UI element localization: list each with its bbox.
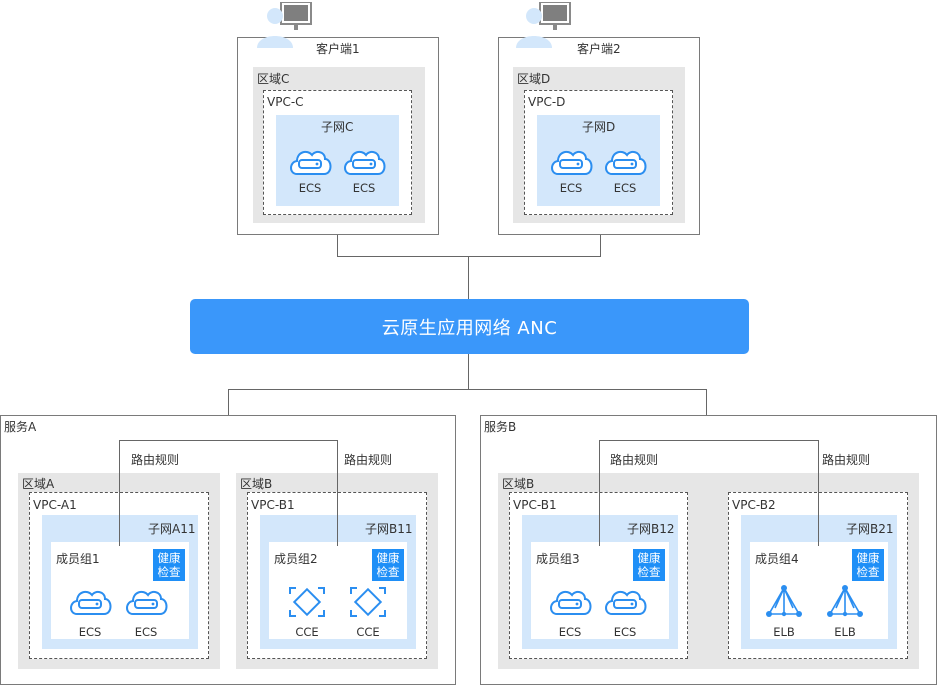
member-group-2-label: 成员组2 [274, 552, 318, 566]
node-label: CCE [356, 625, 380, 639]
connector-line [468, 256, 469, 299]
health-check-line: 健康 [856, 551, 880, 565]
health-check-badge: 健康 检查 [153, 549, 185, 581]
connector-line [337, 256, 601, 257]
client-1-title: 客户端1 [316, 42, 360, 56]
ecs-icon [602, 584, 648, 620]
node-label: ECS [558, 625, 582, 639]
connector-line [468, 353, 469, 390]
member-group-1-label: 成员组1 [56, 552, 100, 566]
member-group-3-label: 成员组3 [536, 552, 580, 566]
node-label: ECS [352, 181, 376, 195]
subnet-c-label: 子网C [321, 120, 354, 134]
health-check-line: 检查 [637, 565, 661, 579]
route-rule-label: 路由规则 [344, 453, 393, 467]
service-b-label: 服务B [484, 420, 517, 434]
region-b-label: 区域B [502, 477, 535, 491]
connector-line [119, 440, 337, 441]
ecs-icon [287, 144, 333, 180]
node-label: ECS [613, 625, 637, 639]
node-label: ECS [559, 181, 583, 195]
region-c-label: 区域C [257, 72, 290, 86]
vpc-b2-label: VPC-B2 [732, 498, 776, 512]
user-icon [255, 2, 315, 48]
node-label: ECS [298, 181, 322, 195]
health-check-line: 检查 [157, 565, 181, 579]
route-rule-label: 路由规则 [131, 453, 180, 467]
health-check-line: 检查 [856, 565, 880, 579]
node-label: ECS [78, 625, 102, 639]
vpc-b1-label: VPC-B1 [513, 498, 557, 512]
region-b-label: 区域B [240, 477, 273, 491]
service-a-label: 服务A [4, 420, 37, 434]
ecs-icon [547, 584, 593, 620]
client-2-title: 客户端2 [577, 42, 621, 56]
region-a-label: 区域A [22, 477, 55, 491]
connector-line [599, 440, 600, 546]
health-check-line: 健康 [157, 551, 181, 565]
route-rule-label: 路由规则 [610, 453, 659, 467]
subnet-b21-label: 子网B21 [846, 522, 894, 536]
cce-icon [284, 584, 330, 620]
health-check-badge: 健康 检查 [852, 549, 884, 581]
connector-line [600, 234, 601, 256]
vpc-d-label: VPC-D [528, 95, 566, 109]
cce-icon [345, 584, 391, 620]
vpc-a1-label: VPC-A1 [33, 498, 77, 512]
connector-line [337, 234, 338, 256]
region-d-label: 区域D [517, 72, 551, 86]
node-label: ECS [134, 625, 158, 639]
health-check-line: 检查 [376, 565, 400, 579]
connector-line [706, 389, 707, 440]
elb-icon [822, 584, 868, 620]
node-label: CCE [295, 625, 319, 639]
route-rule-label: 路由规则 [822, 453, 871, 467]
health-check-line: 健康 [376, 551, 400, 565]
health-check-line: 健康 [637, 551, 661, 565]
ecs-icon [548, 144, 594, 180]
ecs-icon [123, 584, 169, 620]
subnet-d-label: 子网D [582, 120, 616, 134]
elb-icon [761, 584, 807, 620]
subnet-a11-label: 子网A11 [148, 522, 196, 536]
connector-line [119, 440, 120, 546]
node-label: ELB [773, 625, 795, 639]
health-check-badge: 健康 检查 [633, 549, 665, 581]
ecs-icon [67, 584, 113, 620]
connector-line [818, 440, 819, 546]
connector-line [228, 389, 707, 390]
node-label: ECS [613, 181, 637, 195]
ecs-icon [602, 144, 648, 180]
subnet-b12-label: 子网B12 [627, 522, 675, 536]
connector-line [599, 440, 818, 441]
ecs-icon [341, 144, 387, 180]
connector-line [228, 389, 229, 440]
health-check-badge: 健康 检查 [372, 549, 404, 581]
user-icon [514, 2, 574, 48]
node-label: ELB [834, 625, 856, 639]
vpc-c-label: VPC-C [267, 95, 304, 109]
subnet-b11-label: 子网B11 [365, 522, 413, 536]
anc-bar: 云原生应用网络 ANC [190, 299, 749, 354]
connector-line [337, 440, 338, 546]
member-group-4-label: 成员组4 [755, 552, 799, 566]
vpc-b1-label: VPC-B1 [251, 498, 295, 512]
